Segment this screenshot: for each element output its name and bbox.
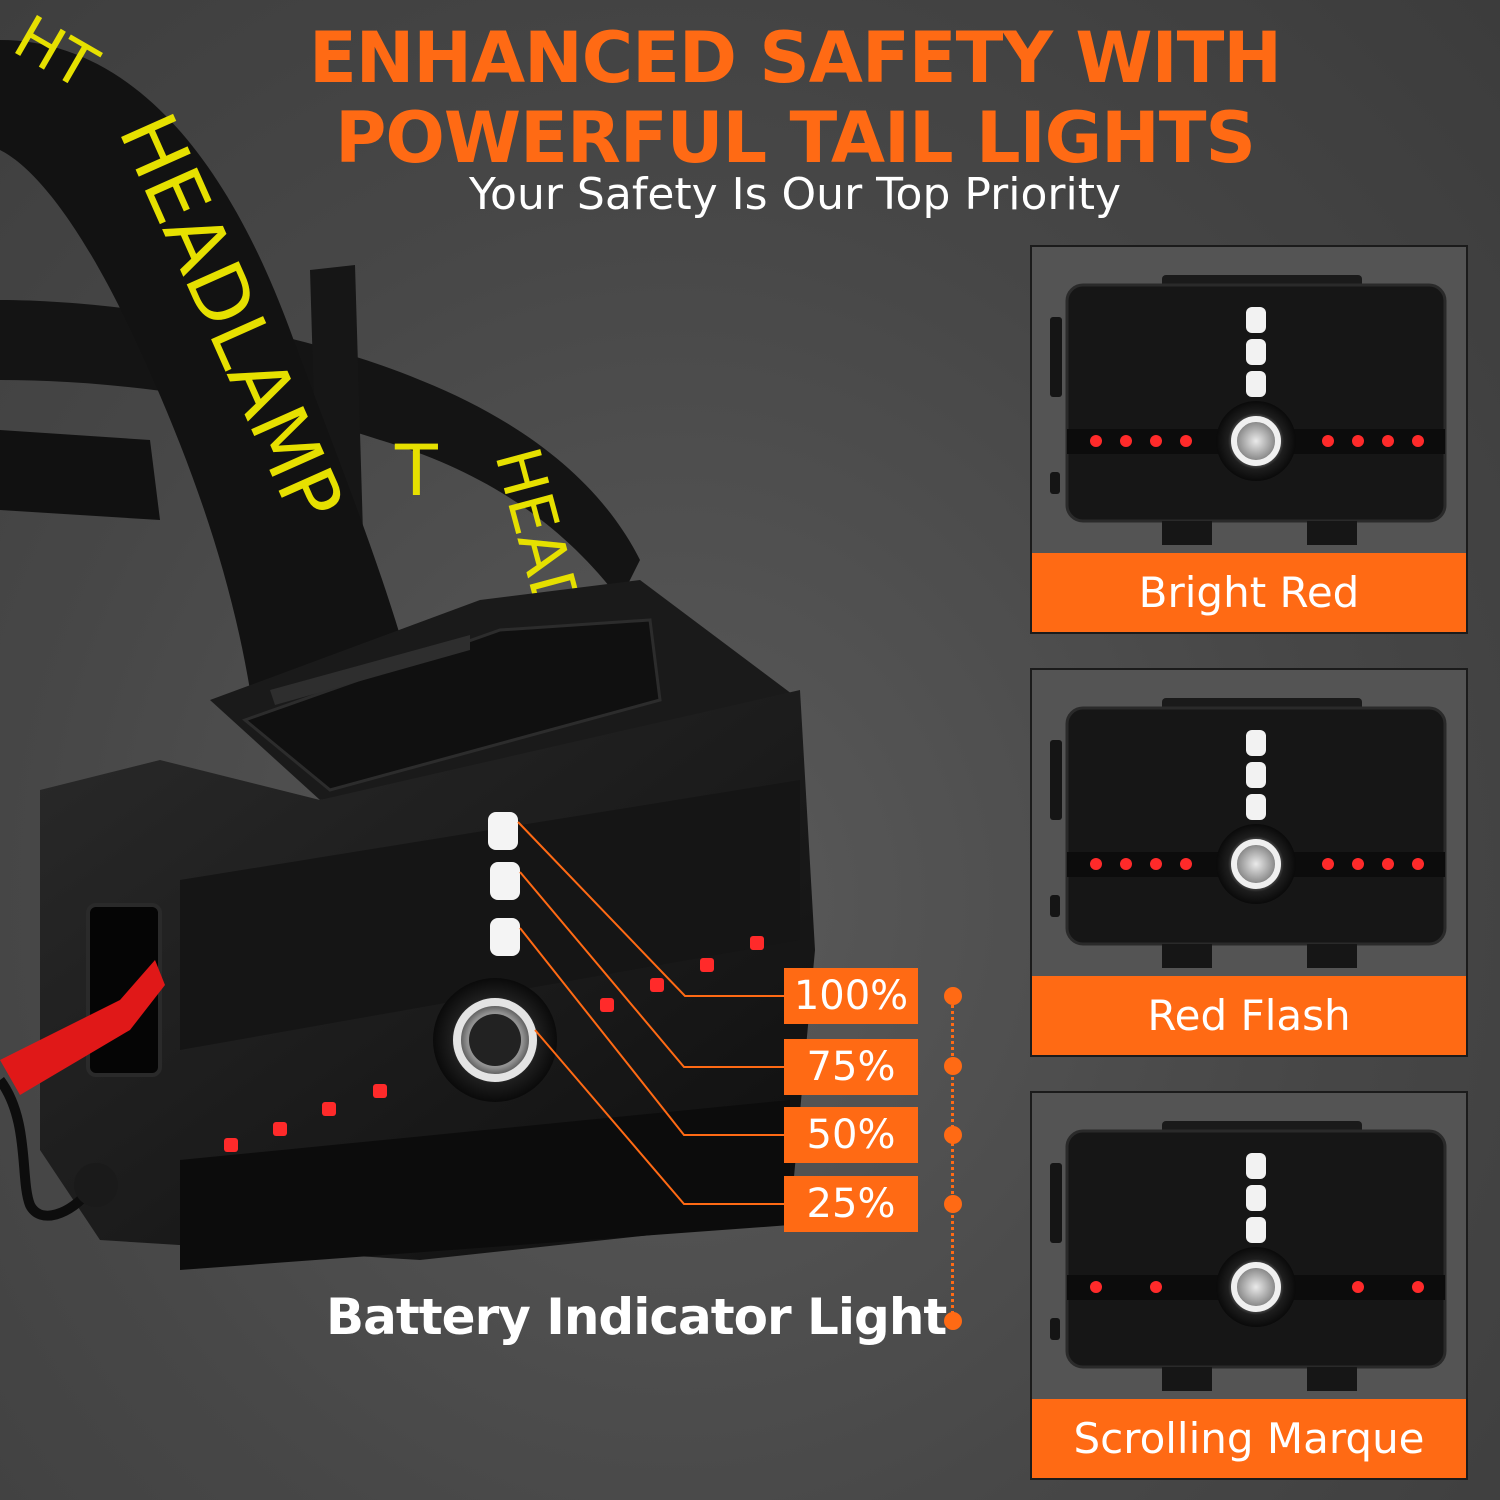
power-button-ring xyxy=(453,998,537,1082)
mode-panel-red-flash: Red Flash xyxy=(1030,668,1468,1057)
headlamp-illustration: HEADLAMP T HEADLAMP HT xyxy=(0,2,815,1270)
dotted-connector xyxy=(951,1000,954,1320)
battery-level-100: 100% xyxy=(784,968,918,1024)
mode-lamp-bright-red xyxy=(1050,275,1447,545)
callout-50 xyxy=(519,927,784,1136)
power-cord xyxy=(0,1077,94,1221)
callout-100 xyxy=(517,821,784,997)
battery-led-1 xyxy=(488,812,518,850)
battery-led-3 xyxy=(490,918,520,956)
battery-indicator-label: Battery Indicator Light xyxy=(326,1288,947,1346)
cord-plug xyxy=(74,1163,118,1207)
callout-25 xyxy=(534,1029,784,1205)
battery-level-50: 50% xyxy=(784,1107,918,1163)
lamp-top-slot xyxy=(270,635,470,705)
mode-lamp-red-flash xyxy=(1050,698,1447,968)
tail-led xyxy=(273,1122,287,1136)
usb-cable xyxy=(0,960,165,1095)
headline-line-2: POWERFUL TAIL LIGHTS xyxy=(335,97,1256,179)
battery-level-25: 25% xyxy=(784,1176,918,1232)
mode-panel-scrolling-marque: Scrolling Marque xyxy=(1030,1091,1468,1480)
callout-75 xyxy=(519,871,784,1068)
battery-led-2 xyxy=(490,862,520,900)
tail-led xyxy=(322,1102,336,1116)
tail-led xyxy=(700,958,714,972)
connector-dot xyxy=(944,1057,962,1075)
main-strap xyxy=(0,40,410,690)
mode-label-bright-red: Bright Red xyxy=(1032,553,1466,632)
mode-label-red-flash: Red Flash xyxy=(1032,976,1466,1055)
lamp-base xyxy=(180,1100,790,1270)
headline-line-1: ENHANCED SAFETY WITH xyxy=(308,17,1282,99)
tail-led-row xyxy=(224,936,764,1152)
tail-led xyxy=(750,936,764,950)
connector-dot xyxy=(944,1195,962,1213)
connector-dot xyxy=(944,987,962,1005)
side-strap xyxy=(0,430,160,520)
connector-dot xyxy=(944,1312,962,1330)
subtitle: Your Safety Is Our Top Priority xyxy=(469,169,1121,220)
tail-led xyxy=(224,1138,238,1152)
callout-lines xyxy=(517,821,784,1205)
tail-led xyxy=(650,978,664,992)
connector-dot xyxy=(944,1126,962,1144)
tail-led xyxy=(600,998,614,1012)
strap-text-left: T xyxy=(394,430,438,512)
headline: ENHANCED SAFETY WITH POWERFUL TAIL LIGHT… xyxy=(0,18,1500,178)
mode-lamp-scrolling-marque xyxy=(1050,1121,1447,1391)
mode-label-scrolling-marque: Scrolling Marque xyxy=(1032,1399,1466,1478)
lamp-face xyxy=(180,780,800,1050)
mode-panel-bright-red: Bright Red xyxy=(1030,245,1468,634)
battery-level-75: 75% xyxy=(784,1039,918,1095)
power-button-center xyxy=(469,1014,521,1066)
tail-led xyxy=(373,1084,387,1098)
